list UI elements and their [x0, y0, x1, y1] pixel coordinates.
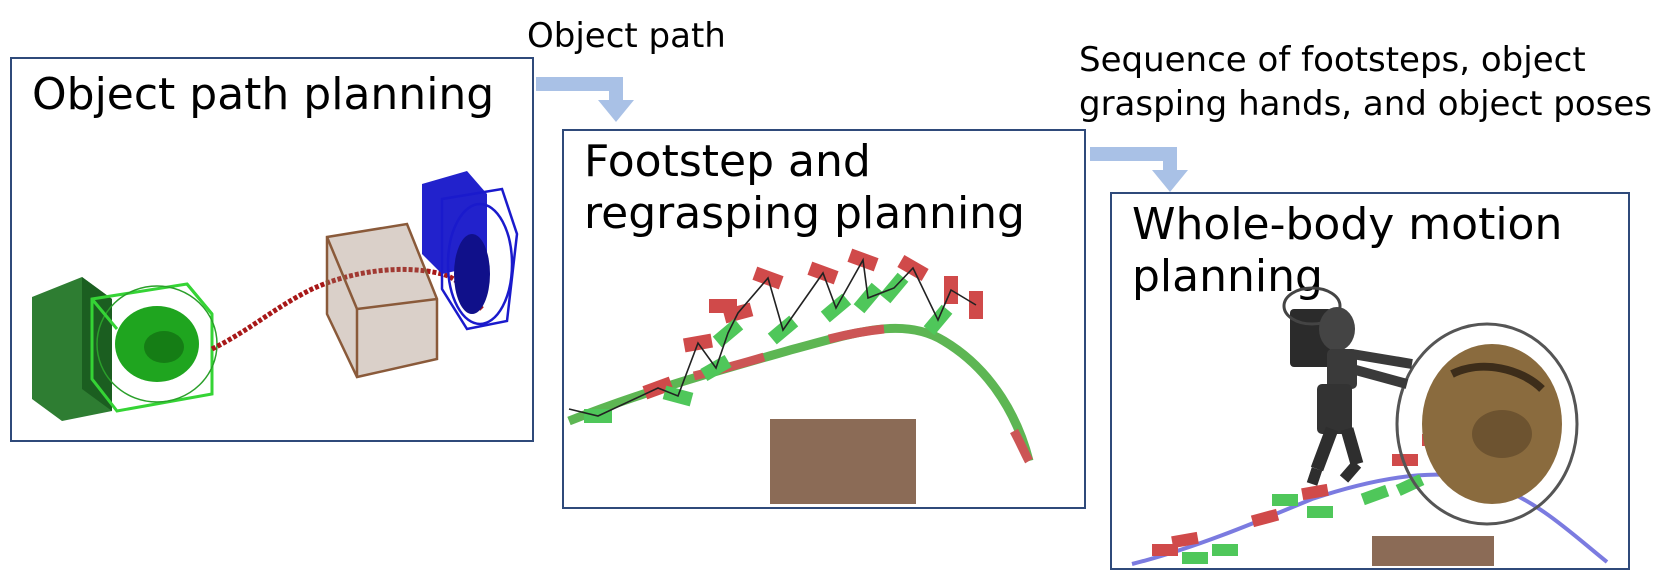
green-footsteps — [584, 272, 953, 423]
goal-spool — [440, 187, 519, 331]
spool-object — [1395, 322, 1579, 526]
arrow-label-sequence: Sequence of footsteps, object grasping h… — [1079, 40, 1653, 124]
humanoid-robot — [1282, 286, 1413, 486]
obstacle — [1372, 536, 1494, 566]
green-footsteps — [1182, 474, 1425, 564]
object-path-scene — [32, 171, 519, 421]
footstep-scene — [567, 248, 1034, 504]
red-footsteps — [1152, 434, 1448, 556]
whole-body-scene — [1131, 286, 1609, 566]
step-sequence-line — [568, 257, 977, 417]
planned-path — [1131, 472, 1609, 566]
object-path-planning-panel: Object path planning — [10, 57, 534, 442]
panel-title: Footstep and regrasping planning — [584, 136, 1025, 239]
obstacle — [770, 419, 916, 504]
arrow-1 — [536, 77, 634, 122]
arrow-label-object-path: Object path — [527, 16, 726, 56]
panel-title: Object path planning — [32, 69, 495, 120]
whole-body-planning-panel: Whole-body motion planning — [1110, 192, 1630, 570]
arrow-2 — [1090, 147, 1188, 192]
footstep-planning-panel: Footstep and regrasping planning — [562, 129, 1086, 509]
obstacle-box — [325, 222, 439, 379]
